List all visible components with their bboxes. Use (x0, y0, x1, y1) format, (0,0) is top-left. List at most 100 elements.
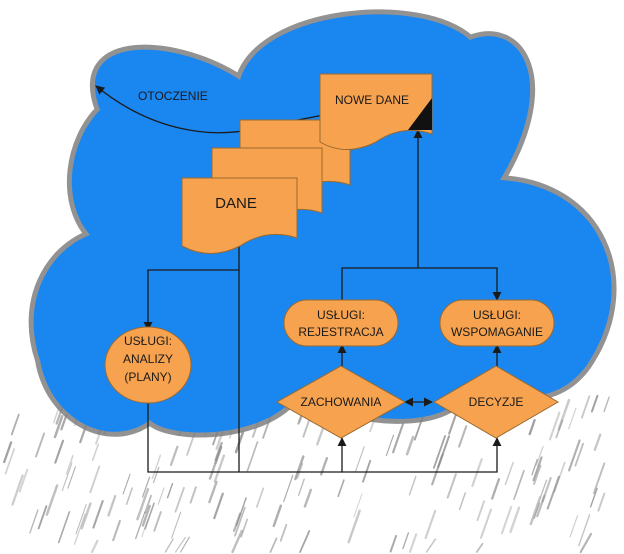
rain-streak (446, 473, 457, 499)
analysis-label-3: (PLANY) (124, 370, 171, 384)
rain-streak (533, 464, 542, 485)
rain-streak (392, 423, 404, 454)
rain-streak (37, 505, 48, 530)
rain-streak (294, 455, 305, 481)
rain-streak (385, 434, 395, 457)
rain-streak (405, 435, 415, 456)
rain-streak (152, 466, 160, 484)
rain-streak (54, 439, 65, 464)
rain-streak (458, 425, 468, 448)
rain-streak (67, 466, 76, 489)
new-data-document[interactable]: NOWE DANE (319, 73, 433, 150)
rain-streak (73, 513, 86, 545)
analysis-service[interactable]: USŁUGI: ANALIZY (PLANY) (104, 326, 192, 404)
services-bus-line (341, 267, 502, 301)
rain-streak (425, 538, 437, 553)
behaviours-diamond[interactable]: ZACHOWANIA (275, 365, 407, 439)
rain-streak (175, 536, 186, 553)
decisions-label: DECYZJE (469, 395, 524, 409)
rain-streak (389, 534, 398, 553)
rain-streak (574, 442, 584, 467)
data-documents[interactable]: DANE (181, 119, 351, 254)
rain-streak (169, 445, 179, 466)
rain-streak (208, 480, 218, 504)
rain-streak (568, 407, 577, 430)
rain-streak (540, 479, 548, 497)
rain-streak (234, 506, 246, 537)
rain-streak (448, 413, 457, 435)
to-analysis-line (143, 269, 239, 331)
rain-streak (272, 504, 283, 528)
analysis-label-1: USŁUGI: (124, 334, 172, 348)
rain-streak (299, 530, 311, 553)
environment-label: OTOCZENIE (138, 89, 208, 103)
rain-streak (553, 461, 566, 493)
rain-streak (579, 532, 593, 554)
rain-streak (528, 418, 536, 436)
rain-streak (603, 396, 610, 413)
rain-streak (354, 446, 365, 473)
rain-streak (142, 476, 151, 498)
rain-streak (90, 539, 99, 554)
rain-streak (476, 500, 486, 522)
rain-streak (122, 473, 131, 495)
support-service[interactable]: USŁUGI: WSPOMAGANIE (439, 299, 555, 347)
rain-streak (509, 506, 521, 534)
rain-streak (568, 439, 581, 472)
rain-streak (589, 487, 598, 508)
support-label-1: USŁUGI: (473, 308, 521, 322)
rain-streak (171, 511, 182, 539)
rain-streak (297, 478, 305, 496)
rain-streak (458, 492, 466, 511)
rain-streak (45, 484, 59, 516)
behaviours-label: ZACHOWANIA (301, 395, 382, 409)
rain-streak (136, 487, 150, 521)
rain-streak (91, 443, 100, 462)
rain-streak (504, 461, 514, 486)
rain-streak (157, 487, 165, 505)
rain-streak (3, 441, 13, 464)
rain-streak (569, 514, 579, 538)
rain-streak (255, 487, 265, 508)
rain-streak (316, 427, 325, 446)
new-data-label: NOWE DANE (335, 93, 409, 107)
rain-streak (166, 482, 174, 499)
rain-streak (89, 465, 101, 494)
rain-streak (144, 494, 152, 514)
rain-streak (53, 414, 64, 439)
rain-streak (590, 394, 599, 413)
rain-streak (189, 486, 197, 504)
registration-service[interactable]: USŁUGI: REJESTRACJA (283, 299, 399, 347)
decisions-diamond[interactable]: DECYZJE (433, 365, 559, 439)
rain-streak (580, 395, 591, 419)
rain-streak (60, 414, 68, 431)
rain-streak (246, 441, 259, 472)
rain-streak (475, 542, 484, 553)
rain-streak (107, 494, 117, 517)
rain-streak (402, 532, 410, 550)
rain-streak (10, 413, 20, 436)
bottom-bus-line (147, 398, 502, 473)
rain-streak (303, 488, 313, 508)
rain-streak (35, 432, 46, 458)
rain-streak (557, 398, 571, 431)
rain-streak (80, 502, 92, 530)
rain-streak (337, 479, 345, 498)
rain-streak (18, 468, 29, 493)
rain-streak (532, 456, 543, 482)
rain-streak (424, 509, 437, 540)
rain-streak (57, 511, 71, 544)
rain-streak (232, 512, 242, 532)
rain-streak (180, 536, 190, 553)
rain-streak (151, 454, 162, 480)
rain-streak (541, 477, 552, 503)
registration-label-1: USŁUGI: (317, 308, 365, 322)
rain-streak (408, 475, 417, 496)
rain-streak (296, 462, 304, 479)
analysis-label-2: ANALIZY (123, 352, 173, 366)
rain-streak (92, 500, 104, 529)
rain-streak (174, 486, 185, 513)
rain-streak (240, 518, 248, 538)
